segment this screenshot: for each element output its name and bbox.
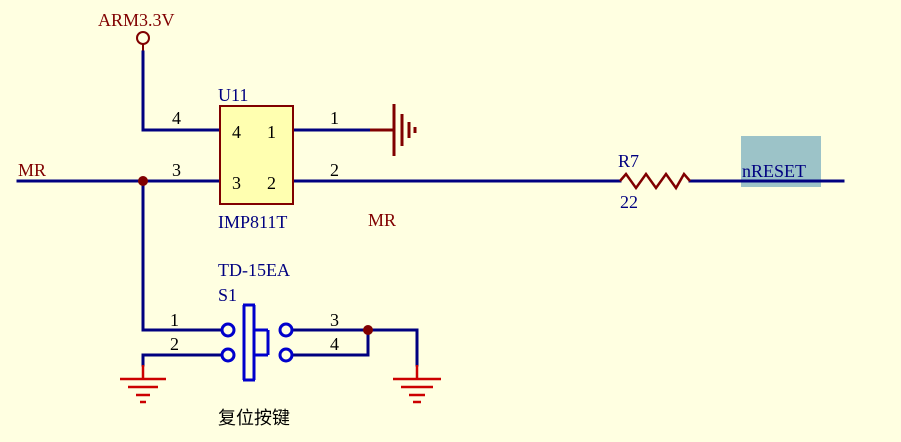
- u11-pin-inner-3: 3: [232, 173, 241, 193]
- s1-part: TD-15EA: [218, 260, 290, 280]
- u11-part: IMP811T: [218, 212, 287, 232]
- u11-pin-inner-1: 1: [267, 122, 276, 142]
- ground-icon: [120, 365, 166, 404]
- u11-body: [219, 105, 294, 205]
- power-label: ARM3.3V: [98, 10, 175, 30]
- u11-pin-inner-2: 2: [267, 173, 276, 193]
- u11-designator: U11: [218, 85, 248, 105]
- u11-pin-inner-4: 4: [232, 122, 241, 142]
- s1-pin-1: 1: [170, 310, 179, 330]
- wires: [16, 50, 845, 367]
- pushbutton-icon: [220, 303, 294, 382]
- u11-pin-outer-1: 1: [330, 108, 339, 128]
- r7-designator: R7: [618, 151, 639, 171]
- s1-designator: S1: [218, 285, 237, 305]
- u11-pin-outer-2: 2: [330, 160, 339, 180]
- net-label-nreset: nRESET: [742, 161, 806, 181]
- u11-pin-outer-3: 3: [172, 160, 181, 180]
- s1-pin-4: 4: [330, 334, 339, 354]
- nreset-highlight: [741, 136, 821, 187]
- junction-dot-icon: [363, 325, 373, 335]
- ground-icon: [370, 104, 417, 156]
- s1-pin-2: 2: [170, 334, 179, 354]
- power-port-icon: [136, 31, 150, 52]
- s1-pin-3: 3: [330, 310, 339, 330]
- junction-dot-icon: [138, 176, 148, 186]
- resistor-icon: [619, 171, 691, 191]
- s1-caption: 复位按键: [218, 408, 290, 428]
- net-label-mr-left: MR: [18, 160, 46, 180]
- net-label-mr-bottom: MR: [368, 210, 396, 230]
- r7-value: 22: [620, 192, 638, 212]
- u11-pin-outer-4: 4: [172, 108, 181, 128]
- ground-icon: [393, 365, 441, 404]
